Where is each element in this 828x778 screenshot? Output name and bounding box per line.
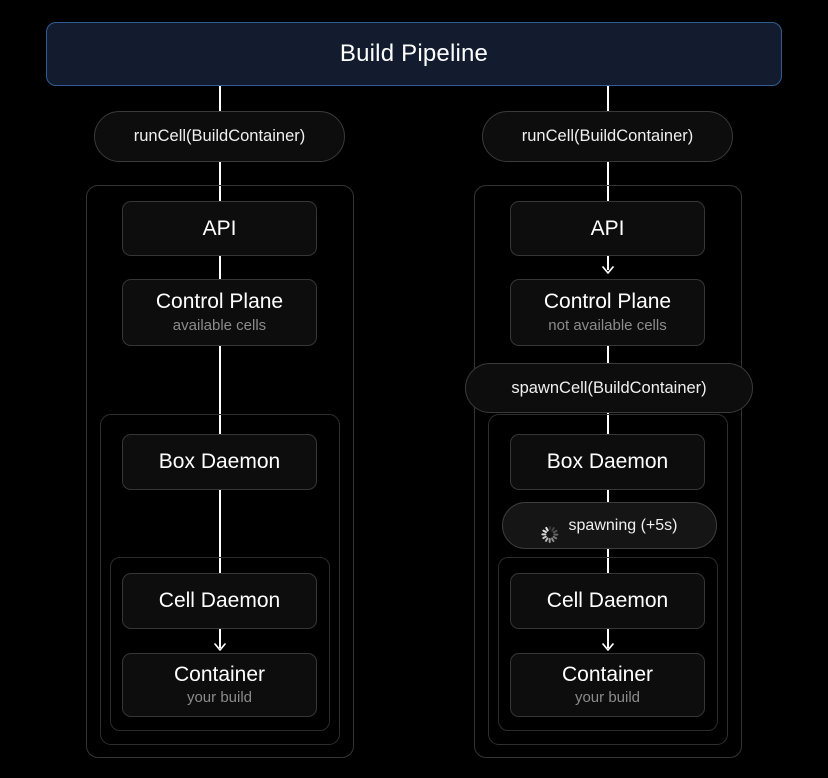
- connector-left-api-to-control-plane: [218, 256, 221, 280]
- left-container-title: Container: [173, 662, 266, 686]
- left-box-daemon-node[interactable]: Box Daemon: [122, 434, 317, 490]
- right-runcell-label: runCell(BuildContainer): [521, 127, 694, 145]
- connector-right-status-to-cell-daemon: [606, 549, 609, 574]
- left-runcell-label: runCell(BuildContainer): [133, 127, 306, 145]
- left-control-plane-subtitle: available cells: [172, 316, 267, 334]
- connector-left-box-daemon-to-cell-daemon: [218, 490, 221, 574]
- right-control-plane-node[interactable]: Control Plane not available cells: [510, 279, 705, 346]
- right-box-daemon-node[interactable]: Box Daemon: [510, 434, 705, 490]
- left-outer-group: [86, 185, 354, 758]
- right-container-title: Container: [561, 662, 654, 686]
- right-api-node[interactable]: API: [510, 201, 705, 256]
- right-cell-group: [498, 557, 718, 731]
- connector-right-box-daemon-to-status: [606, 490, 609, 505]
- arrow-down-icon-left-container: [212, 639, 228, 653]
- right-spawning-status-label: spawning (+5s): [568, 516, 678, 534]
- connector-left-cell-daemon-to-container: [218, 629, 221, 648]
- connector-right-spawncell-to-box-daemon: [606, 413, 609, 436]
- left-box-daemon-title: Box Daemon: [158, 450, 281, 474]
- arrow-down-icon-right-control-plane: [600, 262, 616, 276]
- connector-left-pill-to-group: [218, 162, 221, 207]
- left-cell-daemon-node[interactable]: Cell Daemon: [122, 573, 317, 629]
- right-outer-group: [474, 185, 742, 758]
- connector-left-control-plane-to-box-daemon: [218, 346, 221, 436]
- connector-right-control-plane-to-spawncell: [606, 346, 609, 366]
- left-control-plane-title: Control Plane: [155, 290, 284, 314]
- right-box-daemon-title: Box Daemon: [546, 450, 669, 474]
- connector-right-cell-daemon-to-container: [606, 629, 609, 648]
- left-box-group: [100, 414, 340, 745]
- right-cell-daemon-node[interactable]: Cell Daemon: [510, 573, 705, 629]
- page-title: Build Pipeline: [339, 40, 489, 67]
- right-api-title: API: [590, 216, 625, 240]
- connector-header-to-left-pill: [218, 86, 221, 112]
- left-api-title: API: [202, 216, 237, 240]
- connector-header-to-right-pill: [606, 86, 609, 112]
- left-container-subtitle: your build: [186, 689, 253, 707]
- right-spawning-status-pill[interactable]: spawning (+5s): [502, 502, 717, 549]
- right-cell-daemon-title: Cell Daemon: [546, 589, 669, 613]
- right-runcell-pill[interactable]: runCell(BuildContainer): [482, 111, 733, 162]
- right-container-subtitle: your build: [574, 689, 641, 707]
- connector-right-api-to-control-plane: [606, 256, 609, 270]
- right-spawncell-pill[interactable]: spawnCell(BuildContainer): [465, 363, 753, 413]
- left-cell-group: [110, 557, 330, 731]
- right-box-group: [488, 414, 728, 745]
- right-control-plane-title: Control Plane: [543, 290, 672, 314]
- left-container-node[interactable]: Container your build: [122, 653, 317, 717]
- connector-right-pill-to-group: [606, 162, 609, 207]
- left-cell-daemon-title: Cell Daemon: [158, 589, 281, 613]
- left-control-plane-node[interactable]: Control Plane available cells: [122, 279, 317, 346]
- left-api-node[interactable]: API: [122, 201, 317, 256]
- right-spawncell-label: spawnCell(BuildContainer): [511, 378, 707, 397]
- arrow-down-icon-right-container: [600, 639, 616, 653]
- left-runcell-pill[interactable]: runCell(BuildContainer): [94, 111, 345, 162]
- right-control-plane-subtitle: not available cells: [548, 316, 667, 334]
- spinner-icon: [541, 517, 559, 543]
- build-pipeline-header: Build Pipeline: [46, 22, 782, 86]
- right-container-node[interactable]: Container your build: [510, 653, 705, 717]
